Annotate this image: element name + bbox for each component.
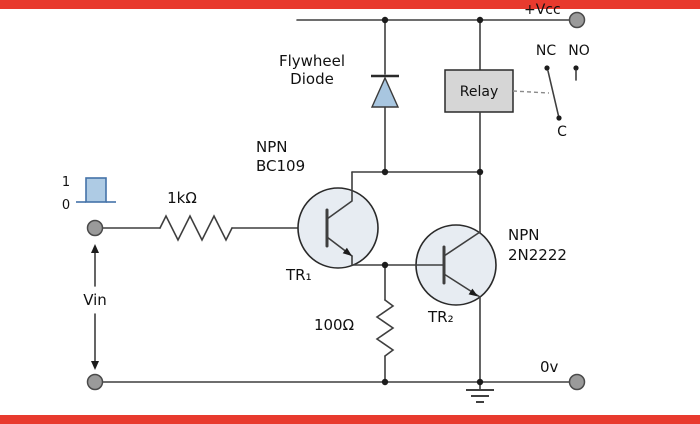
junction-dot [476,168,484,176]
vin-label: Vin [83,291,107,309]
relay-link-dashed-line [512,90,550,94]
vcc-terminal [568,11,586,29]
junction-dot [381,261,389,269]
common-contact-point [556,115,562,121]
tr1-collector-wire [326,171,353,220]
nc-contact-point [544,65,550,71]
input-pulse-icon [85,177,107,203]
common-contact-label: C [557,124,567,140]
logic-0-label: 0 [62,198,70,213]
switch-lever [547,70,560,119]
junction-dot [381,168,389,176]
logic-1-label: 1 [62,175,70,190]
transistor-tr1-body [297,187,379,269]
ov-terminal [568,373,586,391]
nc-contact-label: NC [536,43,556,59]
junction-dot [381,16,389,24]
input-terminal [86,219,104,237]
input-ground-terminal [86,373,104,391]
resistor-1k-icon [159,214,233,242]
ground-icon [466,381,494,403]
junction-dot [476,378,484,386]
resistor-1k-label: 1kΩ [167,189,197,207]
tr1-name-label: TR₁ [285,266,312,284]
junction-dot [476,16,484,24]
tr2-type-label: NPN [508,226,540,244]
tr2-emitter-arrow [468,288,478,297]
relay-box [444,69,514,113]
resistor-100-icon [375,299,395,357]
tr1-part-label: BC109 [256,157,305,175]
tr2-name-label: TR₂ [427,308,454,326]
tr2-part-label: 2N2222 [508,246,567,264]
junction-dot [381,378,389,386]
tr1-emitter-to-tr2-base-wire [351,255,445,266]
vcc-label: +Vcc [524,2,561,18]
flywheel-diode-label-line2: Diode [290,70,334,88]
tr2-collector-wire [443,231,481,257]
relay-label: Relay [460,84,498,100]
vin-arrowhead-up [91,244,99,253]
bottom-red-border [0,415,700,424]
top-red-border [0,0,700,9]
flywheel-diode-icon [370,76,400,108]
ov-label: 0v [540,358,559,376]
no-contact-label: NO [568,43,590,59]
tr1-emitter-arrow [342,247,352,256]
flywheel-diode-label-line1: Flywheel [279,52,345,70]
vin-arrowhead-down [91,361,99,370]
tr1-type-label: NPN [256,138,288,156]
resistor-100-label: 100Ω [314,316,354,334]
no-contact-point [573,65,579,71]
